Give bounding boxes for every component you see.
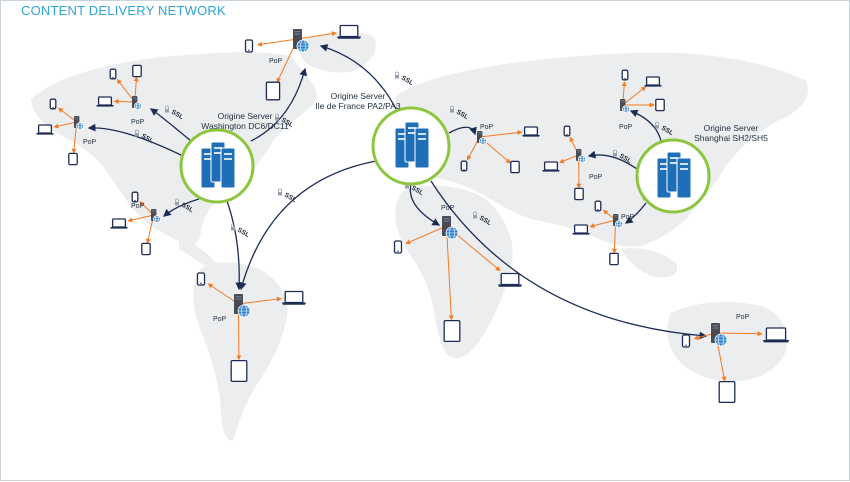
laptop-icon (36, 125, 54, 135)
origin-location: Ile de France PA2/PA3 (315, 101, 400, 111)
globe-icon (479, 138, 486, 145)
pop-label: PoP (619, 124, 633, 131)
ssl-badge: SSL (395, 72, 414, 87)
pop-label: PoP (736, 314, 750, 321)
laptop-icon (337, 26, 361, 39)
tablet-icon (142, 243, 150, 254)
server-stack-icon (201, 142, 235, 188)
pop-label: PoP (621, 214, 635, 221)
phone-icon (132, 192, 138, 202)
pop-label: PoP (213, 316, 227, 323)
phone-icon (622, 70, 628, 80)
ssl-badge: SSL (278, 189, 297, 204)
laptop-icon (522, 127, 540, 137)
ssl-label: SSL (400, 75, 414, 87)
laptop-icon (96, 97, 114, 107)
globe-icon (446, 227, 458, 239)
phone-icon (461, 161, 467, 171)
laptop-icon (644, 77, 662, 87)
tablet-icon (266, 82, 279, 100)
origin-name: Origine Server (331, 91, 386, 101)
laptop-icon (110, 219, 128, 229)
phone-icon (110, 69, 116, 79)
phone-icon (246, 40, 253, 52)
laptop-icon (498, 274, 522, 287)
globe-icon (615, 221, 622, 228)
tablet-icon (511, 161, 519, 172)
pop-label: PoP (480, 124, 494, 131)
delivery-arrow (258, 39, 298, 45)
ssl-label: SSL (236, 227, 250, 239)
tablet-icon (610, 253, 618, 264)
globe-icon (76, 123, 83, 130)
lock-icon (231, 224, 235, 231)
south-america-shape (193, 262, 287, 441)
pop-label: PoP (269, 58, 283, 65)
server-stack-icon (395, 122, 429, 168)
origin-name: Origine Server (218, 111, 273, 121)
phone-icon (395, 241, 402, 253)
southeast-asia-shape (621, 248, 677, 277)
pop-label: PoP (131, 119, 145, 126)
phone-icon (595, 201, 601, 211)
globe-icon (578, 156, 585, 163)
tablet-icon (133, 65, 141, 76)
pop-label: PoP (131, 203, 145, 210)
tablet-icon (231, 361, 247, 382)
delivery-arrow (115, 101, 135, 102)
phone-icon (683, 335, 690, 347)
laptop-icon (282, 292, 306, 305)
tablet-icon (444, 321, 460, 342)
lock-icon (395, 72, 399, 79)
origin-location: Shanghai SH2/SH5 (694, 133, 768, 143)
globe-icon (238, 305, 250, 317)
laptop-icon (763, 328, 789, 342)
lock-icon (278, 189, 282, 196)
pop-label: PoP (83, 139, 97, 146)
phone-icon (198, 273, 205, 285)
origin-location: Washington DC6/DC11 (201, 121, 289, 131)
globe-icon (134, 103, 141, 110)
pop-label: PoP (589, 174, 603, 181)
laptop-icon (542, 162, 560, 172)
server-stack-icon (657, 152, 691, 198)
tablet-icon (719, 382, 735, 403)
globe-icon (622, 106, 629, 113)
tablet-icon (575, 188, 583, 199)
phone-icon (564, 126, 570, 136)
globe-icon (297, 40, 309, 52)
link-paris-brazil (241, 161, 376, 289)
origin-name: Origine Server (704, 123, 759, 133)
phone-icon (50, 99, 56, 109)
globe-icon (153, 216, 160, 223)
tablet-icon (69, 153, 77, 164)
globe-icon (715, 334, 727, 346)
tablet-icon (656, 99, 664, 110)
laptop-icon (572, 225, 590, 235)
world-map (31, 32, 808, 441)
pop-label: PoP (441, 205, 455, 212)
